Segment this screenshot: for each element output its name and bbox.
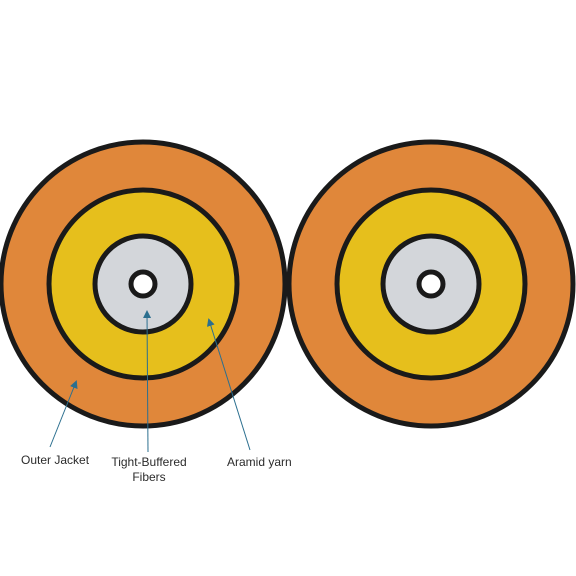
outer-jacket-label: Outer Jacket [21,453,90,467]
tight-buffered-label-line2: Fibers [132,470,165,484]
fiber-right [286,139,576,429]
fiber-left [0,139,288,429]
fiber-core-left [128,269,158,299]
tight-buffered-leader [143,310,152,453]
fiber-core-right [416,269,446,299]
aramid-yarn-leader [206,318,251,451]
tight-buffered-label-line1: Tight-Buffered [111,455,186,469]
outer-jacket-leader [49,380,78,448]
aramid-yarn-label: Aramid yarn [227,455,292,469]
